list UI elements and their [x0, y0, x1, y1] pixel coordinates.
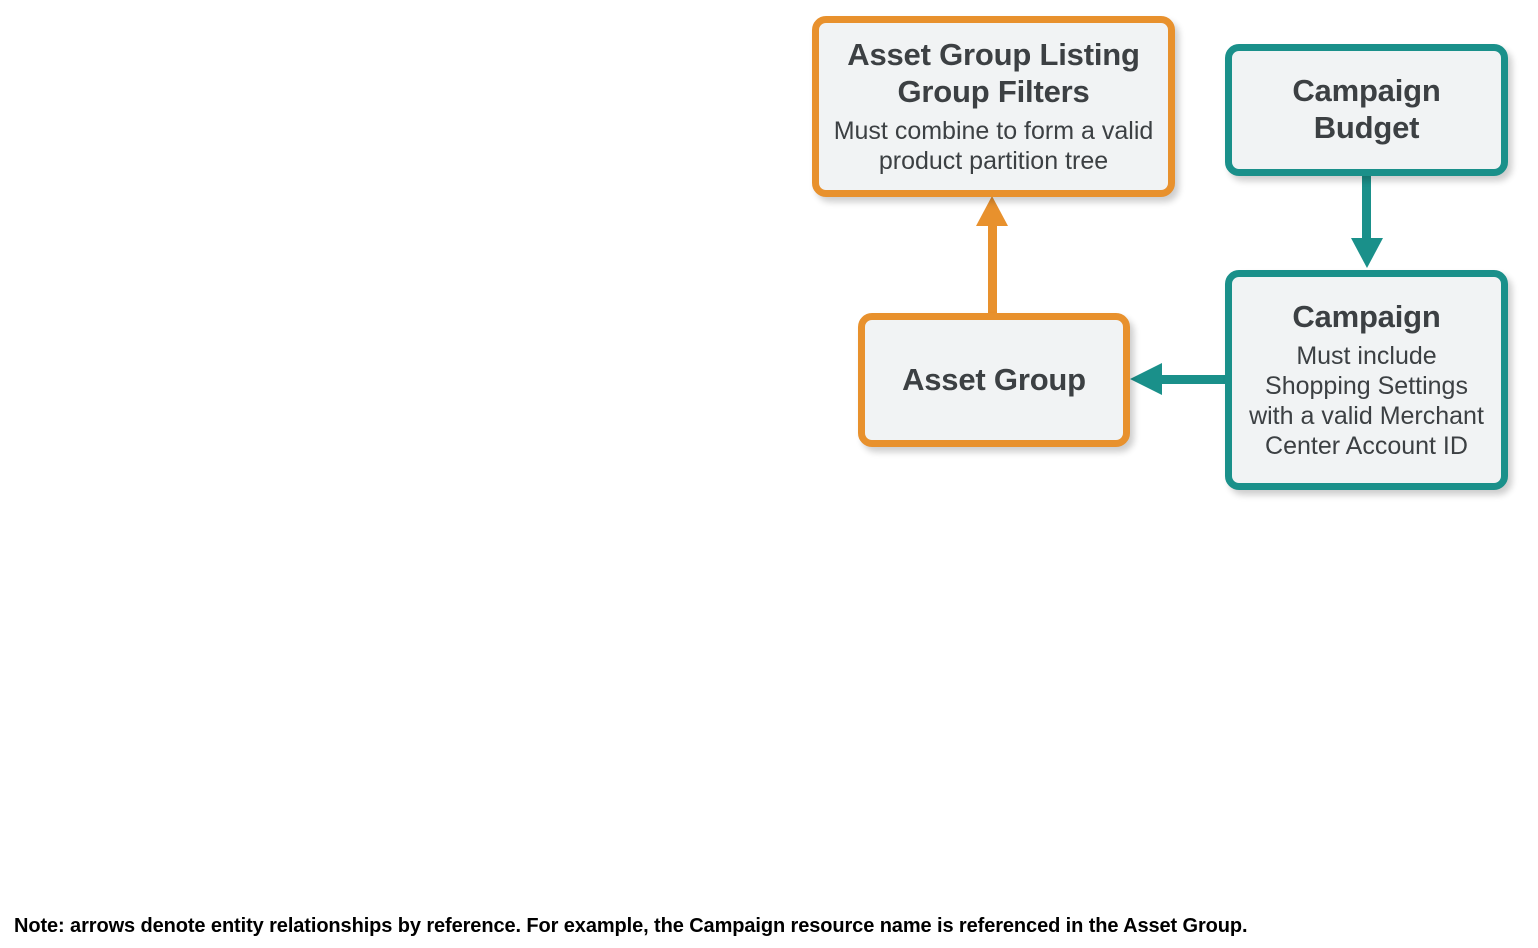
node-asset-group-listing-group-filters[interactable]: Asset Group Listing Group Filters Must c…	[812, 16, 1175, 197]
node-asset-group-listing-group-filters-title: Asset Group Listing Group Filters	[847, 36, 1140, 109]
edge-campaign-to-asset-group-line	[1160, 375, 1230, 384]
node-campaign-budget-title: Campaign Budget	[1292, 73, 1441, 145]
edge-asset-group-to-asset-group-listing-group-filters-line	[988, 222, 997, 317]
node-campaign-subtitle: Must include Shopping Settings with a va…	[1249, 342, 1484, 461]
diagram-footnote: Note: arrows denote entity relationships…	[14, 915, 1248, 937]
arrow-left-icon-campaign-to-asset-group	[1130, 363, 1162, 395]
node-asset-group-listing-group-filters-subtitle: Must combine to form a valid product par…	[833, 117, 1154, 176]
node-asset-group[interactable]: Asset Group	[858, 313, 1130, 447]
node-campaign[interactable]: Campaign Must include Shopping Settings …	[1225, 270, 1508, 490]
node-campaign-title: Campaign	[1292, 298, 1441, 334]
arrow-up-icon-asset-group-to-listing-group-filters	[976, 196, 1008, 226]
edge-campaign-budget-to-campaign-line	[1362, 172, 1371, 244]
node-campaign-budget[interactable]: Campaign Budget	[1225, 44, 1508, 176]
node-asset-group-title: Asset Group	[902, 361, 1086, 397]
arrow-down-icon-campaign-budget-to-campaign	[1351, 238, 1383, 268]
